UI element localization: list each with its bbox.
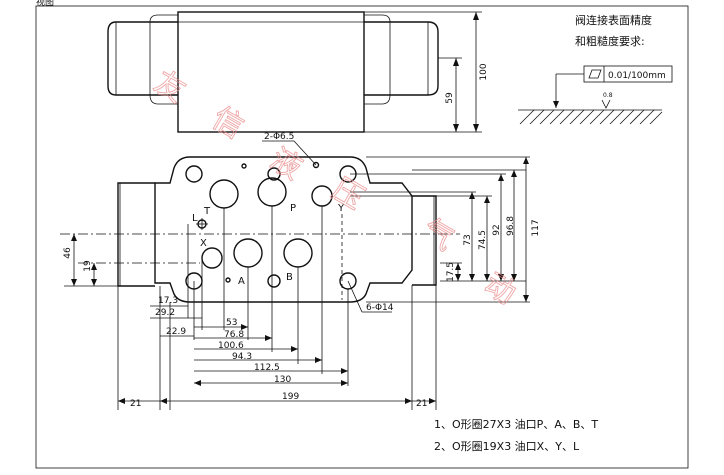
left-solenoid: [107, 21, 178, 96]
dim-96-8: 96.8: [506, 216, 516, 236]
dim-21-right: 21: [416, 399, 427, 409]
left-coil: [117, 182, 155, 287]
watermark: 友 信 液 压 气 动: [148, 64, 522, 312]
dim-19: 19: [83, 260, 93, 272]
dim-21-left: 21: [130, 399, 141, 409]
label-X: X: [200, 238, 207, 249]
dim-94-3: 94.3: [232, 352, 252, 362]
pin-top: [241, 163, 247, 169]
dim-22-9: 22.9: [166, 327, 186, 337]
label-Y: Y: [337, 203, 345, 214]
watermark-char-4: 压: [326, 172, 369, 217]
surface-spec: 阀连接表面精度 和粗糙度要求: 0.01/100mm 0.8: [518, 13, 673, 125]
note-2: 2、O形圈19X3 油口X、Y、L: [434, 439, 580, 453]
note-1: 1、O形圈27X3 油口P、A、B、T: [434, 417, 598, 431]
dim-17-3: 17.3: [158, 296, 178, 306]
dim-92: 92: [492, 224, 502, 235]
label-L: L: [192, 213, 198, 224]
watermark-char-6: 动: [478, 267, 521, 312]
left-dimensions: 46 19: [63, 234, 118, 287]
roughness-icon: [601, 99, 611, 109]
title-fragment: 视图: [36, 0, 54, 8]
port-T: [209, 179, 239, 209]
label-T: T: [203, 206, 211, 217]
dim-112-5: 112.5: [254, 363, 280, 373]
dim-199: 199: [282, 392, 299, 402]
dim-100-6: 100.6: [218, 341, 244, 351]
dim-59: 59: [445, 92, 455, 104]
right-dimensions: 17.5 73 74.5 92 96.8 117: [350, 156, 541, 303]
top-body: [177, 11, 365, 133]
roughness-value: 0.8: [603, 92, 613, 99]
spec-line2: 和粗糙度要求:: [575, 34, 645, 48]
dim-29-2: 29.2: [155, 308, 175, 318]
port-X: [201, 247, 223, 269]
label-B: B: [286, 272, 293, 283]
bolt-holes: [185, 165, 357, 290]
callout-bolt-holes: 6-Φ14: [366, 303, 394, 313]
label-A: A: [238, 276, 245, 287]
top-view: 100 59: [107, 11, 489, 133]
callout-top-holes: 2-Φ6.5: [264, 132, 294, 142]
dim-74-5: 74.5: [478, 230, 488, 250]
port-A: [233, 238, 263, 268]
dim-130: 130: [274, 375, 291, 385]
dim-17-5: 17.5: [446, 262, 456, 282]
dim-46: 46: [63, 247, 73, 259]
right-solenoid: [364, 21, 439, 96]
flatness-icon: [588, 69, 602, 79]
surface-hatch: [519, 109, 663, 125]
label-P: P: [290, 203, 296, 214]
watermark-char-5: 气: [416, 213, 459, 258]
page-frame: [35, 5, 689, 469]
dim-76-8: 76.8: [224, 330, 244, 340]
tolerance-value: 0.01/100mm: [608, 71, 666, 81]
bottom-dimensions: 17.3 29.2 22.9 53 76.8 100.6 94.3 112.5 …: [117, 206, 437, 410]
spec-line1: 阀连接表面精度: [575, 13, 652, 27]
dim-73: 73: [463, 234, 473, 245]
mounting-view: T P A B Y X L 2-Φ6.5 6-Φ14: [60, 132, 460, 313]
dim-117: 117: [531, 219, 541, 236]
pin-top-right: [312, 161, 320, 169]
dim-53: 53: [226, 318, 237, 328]
pin-bottom: [225, 277, 231, 283]
dim-100: 100: [479, 63, 489, 80]
watermark-char-2: 信: [206, 101, 249, 146]
valve-body: [154, 156, 413, 303]
tolerance-frame: [583, 65, 673, 83]
port-B: [283, 238, 313, 268]
